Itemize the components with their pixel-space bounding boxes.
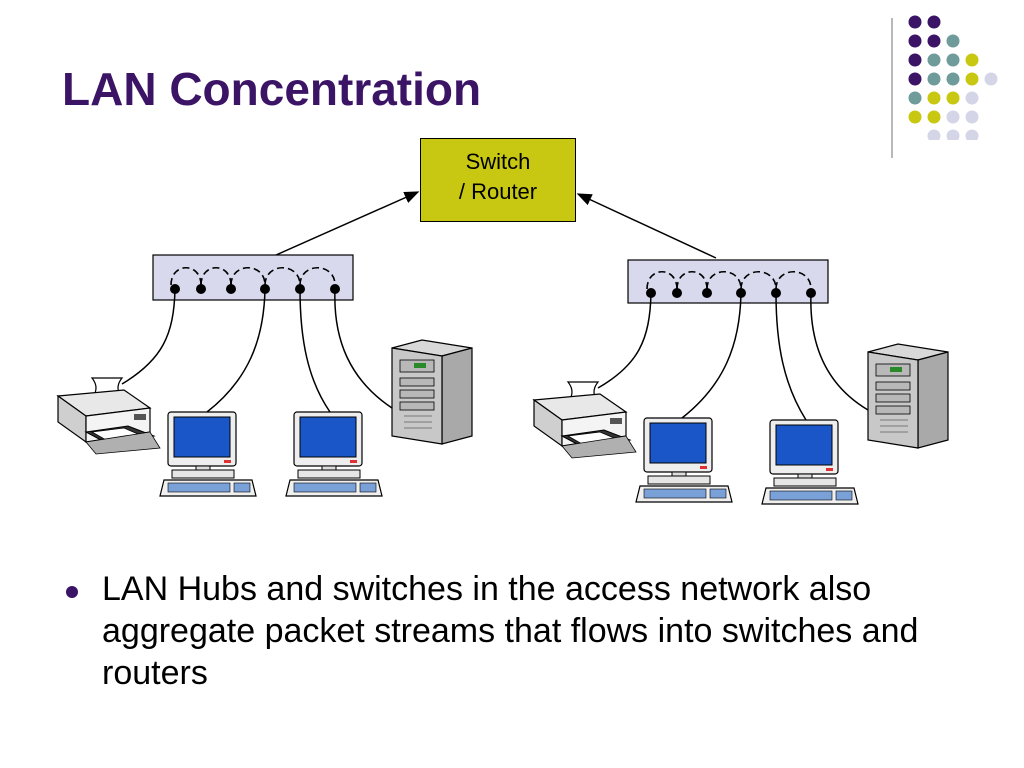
switch-router-node: Switch / Router [420,138,576,222]
hub-cables [597,292,869,421]
decorative-dot [965,53,979,67]
decorative-dot [984,72,998,86]
decorative-dot [946,72,960,86]
workstation-icon [635,417,733,503]
decorative-dot-grid [908,15,998,140]
printer-icon [57,377,161,455]
title-divider-line [891,18,893,158]
hub-port-arcs [170,267,336,286]
bullet-list: LAN Hubs and switches in the access netw… [66,568,966,694]
hub-group-left [57,254,473,497]
decorative-dot [946,110,960,124]
hub [627,259,829,304]
decorative-dot [965,110,979,124]
uplink-arrow-left [275,191,420,256]
slide-title: LAN Concentration [62,63,482,115]
server-icon [867,343,949,449]
decorative-dot [946,91,960,105]
decorative-dot [927,15,941,29]
decorative-dot [908,72,922,86]
printer-icon [533,381,637,459]
decorative-dot [908,110,922,124]
decorative-dot [927,34,941,48]
uplink-connectors [275,191,717,259]
decorative-dot [965,129,979,140]
hub-group-right [533,259,949,505]
decorative-dot [908,91,922,105]
decorative-dot [908,34,922,48]
hub-cables [121,288,393,413]
decorative-dot [927,53,941,67]
decorative-dot [927,110,941,124]
decorative-dot [908,15,922,29]
decorative-dot [965,91,979,105]
workstation-icon [761,419,859,505]
hub-port-arcs [646,271,812,290]
switch-router-label-line2: / Router [458,179,538,204]
uplink-arrow-right [576,193,717,259]
hub [152,254,354,301]
switch-router-label-line1: Switch [465,149,531,174]
decorative-dot [927,91,941,105]
decorative-dot [946,129,960,140]
server-icon [391,339,473,445]
decorative-dot [908,53,922,67]
network-diagram [57,191,949,505]
decorative-dot [946,53,960,67]
bullet-dot-icon [66,586,78,598]
decorative-dot [965,72,979,86]
workstation-icon [159,411,257,497]
decorative-dot [927,72,941,86]
decorative-dot [927,129,941,140]
decorative-dot [946,34,960,48]
workstation-icon [285,411,383,497]
bullet-item: LAN Hubs and switches in the access netw… [102,570,919,692]
